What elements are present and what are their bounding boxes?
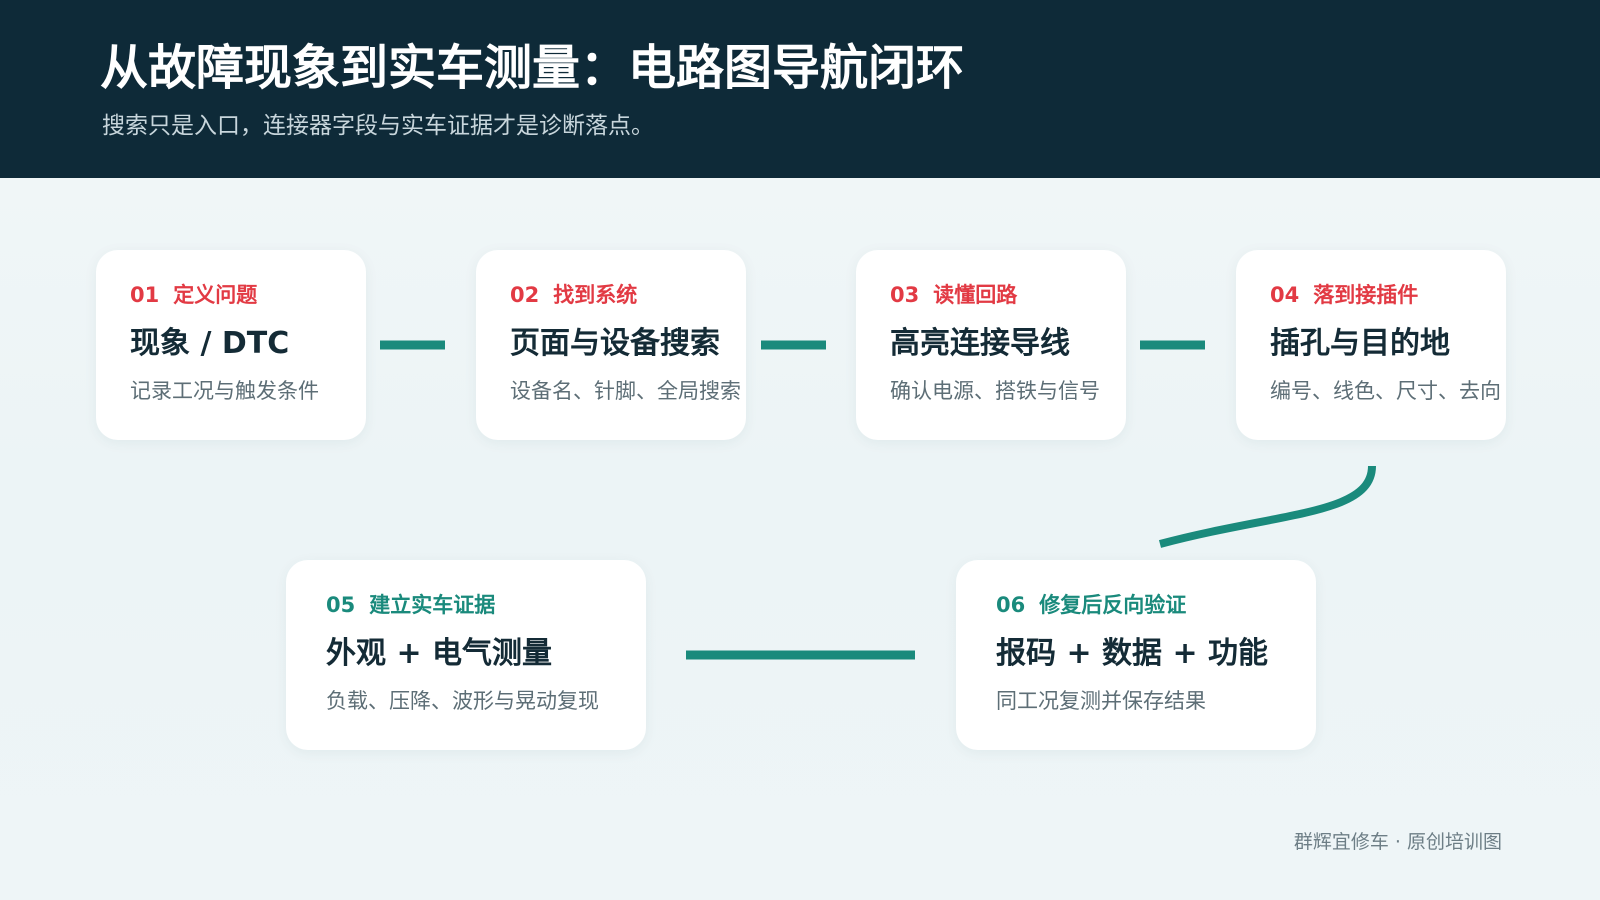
step-label-text: 定义问题 [173, 283, 258, 307]
step-label: 03 读懂回路 [890, 280, 1126, 310]
step-card-05: 05 建立实车证据 外观 + 电气测量 负载、压降、波形与晃动复现 [286, 560, 646, 750]
step-title: 高亮连接导线 [890, 326, 1070, 361]
step-title: 现象 / DTC [130, 326, 290, 361]
header-banner: 从故障现象到实车测量：电路图导航闭环 搜索只是入口，连接器字段与实车证据才是诊断… [0, 0, 1600, 178]
page-subtitle: 搜索只是入口，连接器字段与实车证据才是诊断落点。 [102, 113, 654, 139]
step-description: 同工况复测并保存结果 [996, 689, 1206, 713]
step-card-06: 06 修复后反向验证 报码 + 数据 + 功能 同工况复测并保存结果 [956, 560, 1316, 750]
step-card-01: 01 定义问题 现象 / DTC 记录工况与触发条件 [96, 250, 366, 440]
footer-credit: 群辉宜修车 · 原创培训图 [1293, 831, 1502, 853]
step-label: 04 落到接插件 [1270, 280, 1506, 310]
step-description: 记录工况与触发条件 [130, 379, 319, 403]
step-label-text: 建立实车证据 [369, 593, 496, 617]
step-card-02: 02 找到系统 页面与设备搜索 设备名、针脚、全局搜索 [476, 250, 746, 440]
connector-4-6 [1158, 465, 1376, 548]
step-description: 确认电源、搭铁与信号 [890, 379, 1100, 403]
step-number: 05 [326, 593, 356, 617]
step-label-text: 读懂回路 [933, 283, 1018, 307]
step-description: 编号、线色、尺寸、去向 [1270, 379, 1501, 403]
step-title: 外观 + 电气测量 [326, 636, 553, 671]
step-label: 02 找到系统 [510, 280, 746, 310]
step-card-03: 03 读懂回路 高亮连接导线 确认电源、搭铁与信号 [856, 250, 1126, 440]
step-title: 插孔与目的地 [1270, 326, 1450, 361]
step-description: 设备名、针脚、全局搜索 [510, 379, 741, 403]
step-label: 05 建立实车证据 [326, 590, 646, 620]
step-label: 06 修复后反向验证 [996, 590, 1316, 620]
step-card-04: 04 落到接插件 插孔与目的地 编号、线色、尺寸、去向 [1236, 250, 1506, 440]
step-label-text: 落到接插件 [1313, 283, 1419, 307]
step-number: 01 [130, 283, 160, 307]
step-label: 01 定义问题 [130, 280, 366, 310]
step-title: 报码 + 数据 + 功能 [996, 636, 1269, 671]
step-label-text: 找到系统 [553, 283, 638, 307]
page-title: 从故障现象到实车测量：电路图导航闭环 [100, 40, 965, 96]
step-title: 页面与设备搜索 [510, 326, 720, 361]
step-number: 04 [1270, 283, 1300, 307]
step-number: 03 [890, 283, 920, 307]
step-label-text: 修复后反向验证 [1039, 593, 1187, 617]
step-description: 负载、压降、波形与晃动复现 [326, 689, 599, 713]
step-number: 02 [510, 283, 540, 307]
step-number: 06 [996, 593, 1026, 617]
